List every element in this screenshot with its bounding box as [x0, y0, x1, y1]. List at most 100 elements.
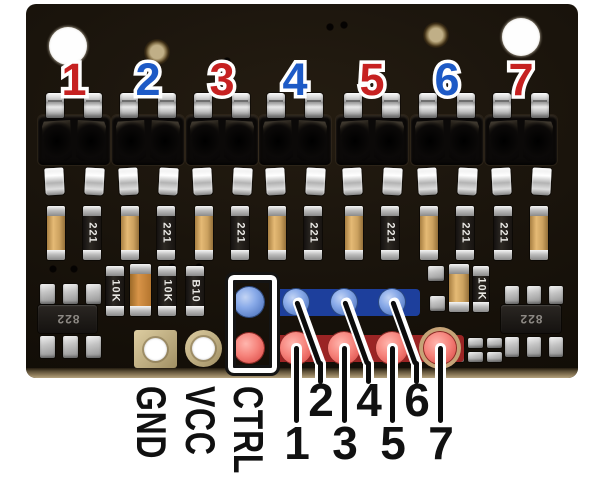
sensor-leg [493, 93, 511, 118]
resistor-tan [47, 206, 65, 260]
sot-leg-pad [527, 286, 541, 304]
resistor-cap [157, 250, 175, 260]
resistor-marking: 10K [109, 279, 122, 303]
ctrl-pin-blue [234, 287, 264, 317]
channel-number-outline: 5 [356, 54, 388, 106]
resistor-cap [195, 250, 213, 260]
sensor-leg [382, 93, 400, 118]
resistor-cap [456, 206, 474, 216]
leader-line [341, 346, 347, 423]
gnd-hole [144, 338, 167, 361]
via-left [144, 39, 170, 65]
sensor-leg [457, 93, 475, 118]
leader-line [389, 346, 395, 423]
pin-number-2: 2 [308, 374, 334, 426]
pin-number-1: 1 [284, 417, 310, 469]
resistor-cap [304, 206, 322, 216]
channel-number-text: 7 [508, 54, 534, 105]
resistor-cap [381, 250, 399, 260]
sensor-leg [305, 167, 326, 196]
via-right [423, 22, 449, 48]
resistor-221: 221 [494, 206, 512, 260]
sensor-leg [232, 167, 253, 196]
sot-leg-pad [549, 286, 563, 304]
resistor-b10: B10 [186, 266, 204, 316]
resistor-cap [195, 206, 213, 216]
resistor-cap [158, 306, 176, 316]
sensor-leg [158, 93, 176, 118]
resistor-cap [106, 266, 124, 276]
sensor-leg [382, 167, 403, 196]
channel-number-outline: 6 [431, 54, 463, 106]
resistor-cap [186, 306, 204, 316]
resistor-cap [158, 266, 176, 276]
sot23-transistor-right: 822 [501, 305, 561, 333]
channel-number-text: 3 [209, 54, 235, 105]
resistor-marking: 221 [384, 222, 397, 244]
smd-pad [487, 338, 502, 348]
resistor-cap [530, 206, 548, 216]
channel-number-text: 6 [434, 54, 460, 105]
gnd-pad [134, 330, 177, 368]
resistor-cap [304, 250, 322, 260]
ir-lens [116, 120, 146, 161]
via-dot [340, 21, 348, 29]
sensor-leg [457, 167, 478, 196]
resistor-cap [130, 306, 151, 316]
resistor-cap [345, 250, 363, 260]
leader-line [317, 361, 323, 384]
ir-lens [150, 120, 180, 161]
via-dot [326, 23, 334, 31]
sensor-leg [305, 93, 323, 118]
ir-lens [374, 120, 404, 161]
ir-lens [263, 120, 293, 161]
smd-pad [487, 352, 502, 362]
resistor-cap [268, 250, 286, 260]
resistor-221: 221 [231, 206, 249, 260]
sot-leg-pad [505, 286, 519, 304]
sensor-leg [192, 167, 213, 196]
channel-number-outline: 4 [279, 54, 311, 106]
sensor-leg [491, 167, 512, 196]
sot-leg-pad [549, 337, 563, 357]
sensor-leg [158, 167, 179, 196]
resistor-tan [420, 206, 438, 260]
sot23-transistor-left: 822 [38, 305, 97, 333]
sensor-leg [194, 93, 212, 118]
channel-number-outline: 7 [505, 54, 537, 106]
via-dot [70, 265, 78, 273]
leader-line [437, 346, 443, 423]
label-vcc: VCC [177, 386, 224, 456]
sensor-leg [531, 93, 549, 118]
resistor-cap [449, 264, 469, 274]
pin-number-4: 4 [356, 374, 382, 426]
ctrl-highlight-box [225, 272, 280, 376]
sensor-leg [417, 167, 438, 196]
resistor-cap [231, 206, 249, 216]
resistor-tan [449, 264, 469, 312]
resistor-cap [449, 302, 469, 312]
resistor-cap [420, 206, 438, 216]
sensor-leg [232, 93, 250, 118]
resistor-marking: 221 [86, 222, 99, 244]
sot-leg-pad [86, 336, 101, 358]
ir-lens [415, 120, 445, 161]
sot-leg-pad [527, 337, 541, 357]
sot-leg-pad [40, 284, 55, 304]
capacitor-tan [130, 264, 151, 316]
mounting-hole-right [502, 18, 540, 56]
ir-lens [449, 120, 479, 161]
vcc-pad [185, 330, 222, 367]
resistor-marking: 10K [161, 279, 174, 303]
resistor-cap [130, 264, 151, 274]
label-gnd: GND [128, 386, 175, 460]
ir-lens [340, 120, 370, 161]
sensor-leg [46, 93, 64, 118]
resistor-cap [157, 206, 175, 216]
channel-number-text: 1 [61, 54, 87, 105]
transistor-marking: 822 [55, 312, 80, 326]
